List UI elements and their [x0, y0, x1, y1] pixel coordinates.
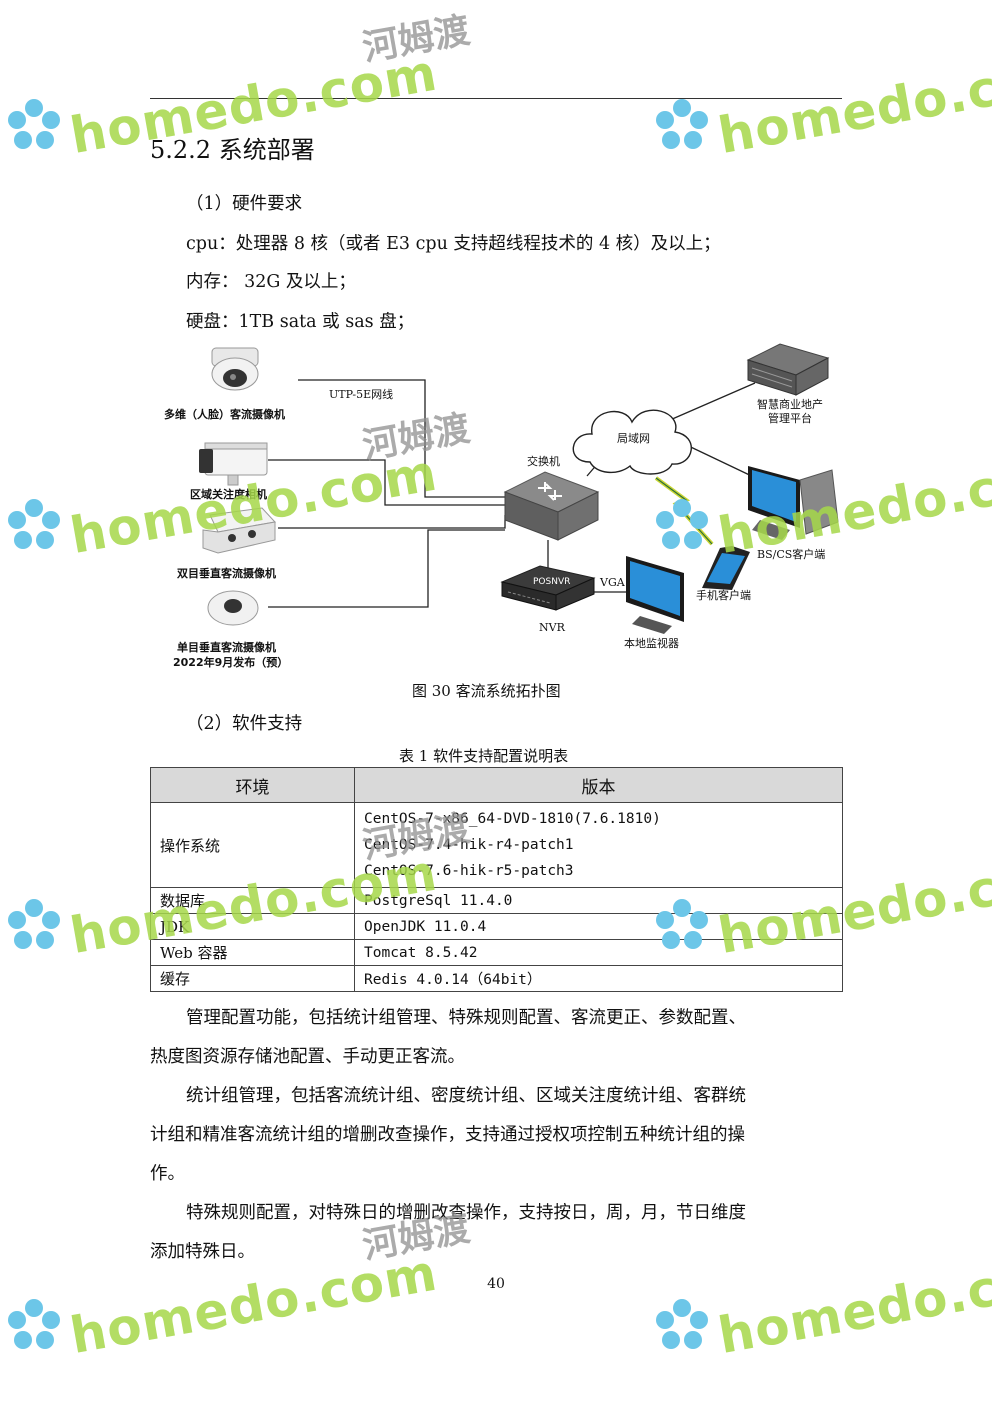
bs-client-label: BS/CS客户端 [757, 548, 826, 561]
link-binocular-switch [278, 515, 506, 529]
header-rule [150, 98, 842, 99]
paragraph-3-line-2: 添加特殊日。 [150, 1242, 255, 1262]
page-number: 40 [487, 1276, 505, 1292]
topology-diagram [199, 343, 839, 634]
paragraph-2-line-2: 计组和精准客流统计组的增删改查操作，支持通过授权项控制五种统计组的操 [150, 1125, 745, 1145]
server-icon [746, 343, 830, 396]
bullet-camera-label: 区域关注度相机 [190, 488, 267, 501]
version-cell: Redis 4.0.14（64bit） [354, 965, 843, 992]
binocular-camera-label: 双目垂直客流摄像机 [177, 567, 276, 580]
link-lan-platform [669, 382, 756, 421]
vga-label: VGA [600, 576, 625, 589]
platform-label-2: 管理平台 [768, 412, 812, 425]
paragraph-3-line-1: 特殊规则配置，对特殊日的增删改查操作，支持按日，周，月，节日维度 [186, 1203, 746, 1223]
table-row: JDK OpenJDK 11.0.4 [150, 913, 843, 940]
paragraph-2-line-1: 统计组管理，包括客流统计组、密度统计组、区域关注度统计组、客群统 [186, 1086, 746, 1106]
env-cell: Web 容器 [150, 939, 355, 966]
nvr-label: NVR [539, 621, 565, 634]
software-title: （2）软件支持 [186, 714, 303, 734]
env-cell: 数据库 [150, 887, 355, 914]
version-cell: PostgreSql 11.4.0 [354, 887, 843, 914]
paragraph-2-line-3: 作。 [150, 1164, 185, 1184]
mono-camera-note: 2022年9月发布（预） [173, 656, 289, 669]
version-line: CentOS-7.6-hik-r5-patch3 [364, 863, 574, 879]
flower-logo-icon [8, 899, 60, 949]
binocular-camera-icon [202, 507, 276, 554]
hardware-disk: 硬盘：1TB sata 或 sas 盘； [186, 312, 415, 332]
software-table: 环境 版本 操作系统 CentOS-7-x86_64-DVD-1810(7.6.… [150, 767, 843, 992]
link-bullet-switch [268, 459, 505, 506]
section-heading: 5.2.2 系统部署 [150, 136, 315, 164]
version-cell: CentOS-7-x86_64-DVD-1810(7.6.1810) CentO… [354, 802, 843, 888]
paragraph-1-line-1: 管理配置功能，包括统计组管理、特殊规则配置、客流更正、参数配置、 [186, 1008, 746, 1028]
env-cell: 缓存 [150, 965, 355, 992]
table-header-row: 环境 版本 [150, 767, 843, 803]
dome-camera-label: 多维（人脸）客流摄像机 [164, 408, 285, 421]
nvr-badge: POSNVR [533, 577, 571, 587]
hardware-memory: 内存： 32G 及以上； [186, 272, 356, 292]
fisheye-camera-icon [207, 590, 259, 626]
hardware-title: （1）硬件要求 [186, 194, 303, 214]
version-line: CentOS-7.4-hik-r4-patch1 [364, 837, 574, 853]
paragraph-1-line-2: 热度图资源存储池配置、手动更正客流。 [150, 1047, 465, 1067]
wireless-signal-icon [654, 476, 714, 546]
monitor-icon [626, 556, 684, 634]
link-dome-switch [298, 379, 505, 498]
bullet-camera-icon [199, 442, 268, 486]
table-caption: 表 1 软件支持配置说明表 [399, 747, 569, 765]
cable-label: UTP-5E网线 [329, 388, 394, 401]
mono-camera-label: 单目垂直客流摄像机 [177, 641, 276, 654]
switch-label: 交换机 [527, 455, 560, 468]
watermark-text: homedo.com [714, 1243, 992, 1366]
switch-icon [503, 471, 600, 541]
version-cell: Tomcat 8.5.42 [354, 939, 843, 966]
mobile-client-label: 手机客户端 [696, 589, 751, 602]
table-row: Web 容器 Tomcat 8.5.42 [150, 939, 843, 966]
env-cell: JDK [150, 913, 355, 940]
platform-label: 智慧商业地产 [757, 398, 823, 411]
flower-logo-icon [656, 1299, 708, 1349]
env-cell: 操作系统 [150, 802, 355, 888]
figure-caption: 图 30 客流系统拓扑图 [412, 682, 561, 700]
nvr-icon [500, 565, 596, 611]
lan-label: 局域网 [617, 432, 650, 445]
version-line: CentOS-7-x86_64-DVD-1810(7.6.1810) [364, 811, 661, 827]
flower-logo-icon [8, 1299, 60, 1349]
header-env: 环境 [150, 767, 355, 803]
cloud-icon [572, 409, 692, 475]
version-cell: OpenJDK 11.0.4 [354, 913, 843, 940]
link-mono-switch [268, 529, 505, 608]
desktop-computer-icon [748, 466, 839, 540]
mobile-phone-icon [702, 546, 750, 590]
header-version: 版本 [354, 767, 843, 803]
monitor-label: 本地监视器 [624, 637, 679, 650]
table-row: 数据库 PostgreSql 11.4.0 [150, 887, 843, 914]
table-row: 缓存 Redis 4.0.14（64bit） [150, 965, 843, 992]
table-row: 操作系统 CentOS-7-x86_64-DVD-1810(7.6.1810) … [150, 802, 843, 888]
hardware-cpu: cpu：处理器 8 核（或者 E3 cpu 支持超线程技术的 4 核）及以上； [186, 234, 721, 254]
dome-camera-icon [211, 347, 259, 391]
